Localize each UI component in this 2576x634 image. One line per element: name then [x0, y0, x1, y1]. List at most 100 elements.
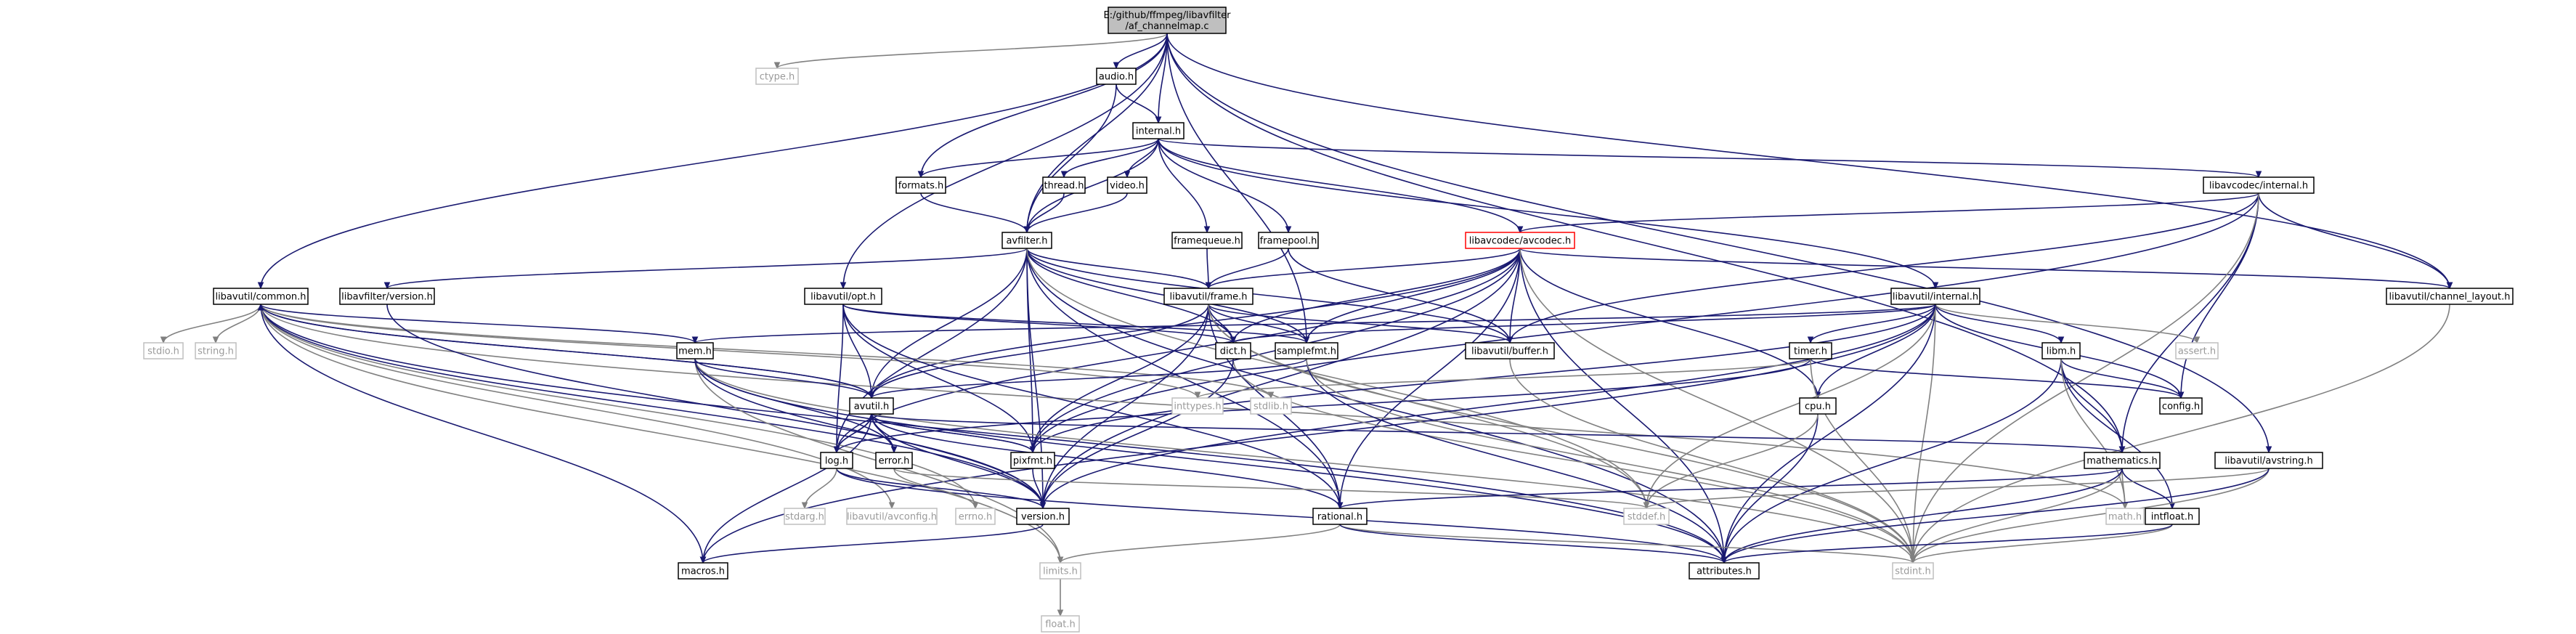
node-avutil[interactable]: avutil.h: [849, 397, 894, 415]
node-lc_internal[interactable]: libavcodec/internal.h: [2203, 176, 2315, 194]
edge-frame-to-buffer: [1208, 304, 1513, 344]
edge-libm-to-config: [2060, 358, 2185, 399]
node-limits: limits.h: [1039, 562, 1081, 580]
node-label: libm.h: [2047, 346, 2076, 357]
edge-rational-to-stdint: [1339, 524, 1917, 564]
edge-lc_internal-to-channel_layout: [2258, 192, 2453, 290]
node-libm[interactable]: libm.h: [2041, 342, 2081, 359]
node-label: libavcodec/avcodec.h: [1469, 236, 1572, 247]
node-cpu[interactable]: cpu.h: [1799, 397, 1837, 415]
edge-opt-to-log: [833, 304, 844, 454]
edge-framepool-to-buffer: [1288, 248, 1513, 344]
edge-log-to-version: [836, 468, 1047, 510]
node-box: [1108, 7, 1227, 34]
edge-common-to-limits: [260, 304, 1064, 564]
node-box: [339, 288, 435, 305]
node-attributes[interactable]: attributes.h: [1689, 562, 1760, 580]
node-label: stdint.h: [1895, 566, 1930, 577]
node-lu_internal[interactable]: libavutil/internal.h: [1890, 288, 1980, 305]
node-macros[interactable]: macros.h: [678, 562, 728, 580]
edge-log-to-stdarg: [801, 468, 837, 510]
node-avcodec[interactable]: libavcodec/avcodec.h: [1465, 232, 1575, 249]
node-math: math.h: [2105, 508, 2145, 525]
node-opt[interactable]: libavutil/opt.h: [804, 288, 882, 305]
node-box: [2105, 508, 2145, 525]
edge-mathematics-to-rational: [1336, 468, 2123, 510]
edge-error-to-stddef: [893, 468, 1650, 510]
node-internal[interactable]: internal.h: [1132, 122, 1185, 139]
edge-pixfmt-to-version: [1032, 468, 1047, 510]
edge-root-to-audio: [1113, 33, 1168, 70]
edge-avutil-to-common: [257, 303, 872, 399]
edge-avstring-to-stddef: [1643, 468, 2270, 510]
node-pixfmt[interactable]: pixfmt.h: [1010, 452, 1055, 469]
node-label: math.h: [2108, 512, 2142, 523]
node-version[interactable]: version.h: [1016, 508, 1070, 525]
node-box: [2145, 508, 2200, 525]
edge-avcodec-to-channel_layout: [1519, 248, 2453, 290]
edge-common-to-string: [212, 304, 261, 344]
node-label: libavutil/frame.h: [1170, 292, 1248, 303]
node-label: libavfilter/version.h: [341, 292, 433, 303]
node-label: avfilter.h: [1006, 236, 1047, 247]
node-error[interactable]: error.h: [875, 452, 913, 469]
node-avconfig: libavutil/avconfig.h: [846, 508, 938, 525]
node-avfilter[interactable]: avfilter.h: [1001, 232, 1052, 249]
edge-root-to-common: [257, 33, 1168, 290]
node-box: [784, 508, 826, 525]
node-formats[interactable]: formats.h: [895, 176, 946, 194]
node-label: ctype.h: [760, 72, 795, 83]
edge-intfloat-to-stdint: [1909, 524, 2173, 564]
node-buffer[interactable]: libavutil/buffer.h: [1465, 342, 1555, 359]
node-label: formats.h: [898, 181, 944, 192]
node-label: libavutil/buffer.h: [1471, 346, 1548, 357]
node-label: libavutil/avstring.h: [2224, 456, 2312, 467]
node-config[interactable]: config.h: [2159, 397, 2203, 415]
node-box: [2041, 342, 2081, 359]
edge-avcodec-to-cpu: [1519, 248, 1821, 399]
node-label: libavutil/internal.h: [1893, 292, 1978, 303]
node-string: string.h: [195, 342, 237, 359]
node-label: intfloat.h: [2151, 512, 2194, 523]
node-errno: errno.h: [955, 508, 996, 525]
node-mathematics[interactable]: mathematics.h: [2084, 452, 2161, 469]
node-timer[interactable]: timer.h: [1789, 342, 1832, 359]
edge-avcodec-to-frame: [1205, 248, 1521, 290]
node-samplefmt[interactable]: samplefmt.h: [1275, 342, 1338, 359]
node-label: framequeue.h: [1174, 236, 1240, 247]
node-thread[interactable]: thread.h: [1042, 176, 1086, 194]
node-log[interactable]: log.h: [820, 452, 853, 469]
node-rational[interactable]: rational.h: [1312, 508, 1368, 525]
node-label: video.h: [1110, 181, 1145, 192]
node-lf_version[interactable]: libavfilter/version.h: [339, 288, 435, 305]
node-dict[interactable]: dict.h: [1215, 342, 1251, 359]
node-box: [2386, 288, 2514, 305]
node-framepool[interactable]: framepool.h: [1258, 232, 1319, 249]
edge-opt-to-dict: [842, 304, 1237, 344]
node-ctype: ctype.h: [755, 68, 799, 85]
edge-audio-to-internal: [1116, 84, 1162, 124]
node-frame[interactable]: libavutil/frame.h: [1163, 288, 1254, 305]
node-box: [1312, 508, 1368, 525]
edge-root-to-channel_layout: [1166, 33, 2453, 290]
node-avstring[interactable]: libavutil/avstring.h: [2214, 452, 2323, 469]
edge-mem-to-avutil: [694, 358, 875, 399]
node-video[interactable]: video.h: [1107, 176, 1147, 194]
edge-common-to-stdio: [160, 304, 261, 344]
node-channel_layout[interactable]: libavutil/channel_layout.h: [2386, 288, 2514, 305]
node-root[interactable]: E:/github/ffmpeg/libavfilter/af_channelm…: [1104, 7, 1232, 34]
edge-avstring-to-stdint: [1909, 468, 2270, 564]
edge-rational-to-attributes: [1339, 524, 1728, 564]
node-common[interactable]: libavutil/common.h: [213, 288, 309, 305]
node-box: [1171, 397, 1224, 415]
node-intfloat[interactable]: intfloat.h: [2145, 508, 2200, 525]
edge-rational-to-limits: [1057, 524, 1341, 564]
node-label: thread.h: [1044, 181, 1084, 192]
node-label: libavcodec/internal.h: [2209, 181, 2308, 192]
node-mem[interactable]: mem.h: [676, 342, 714, 359]
edge-internal-to-thread: [1060, 138, 1159, 179]
edge-internal-to-video: [1124, 138, 1159, 179]
node-audio[interactable]: audio.h: [1096, 68, 1137, 85]
node-framequeue[interactable]: framequeue.h: [1171, 232, 1243, 249]
edge-lc_internal-to-config: [2177, 192, 2259, 399]
